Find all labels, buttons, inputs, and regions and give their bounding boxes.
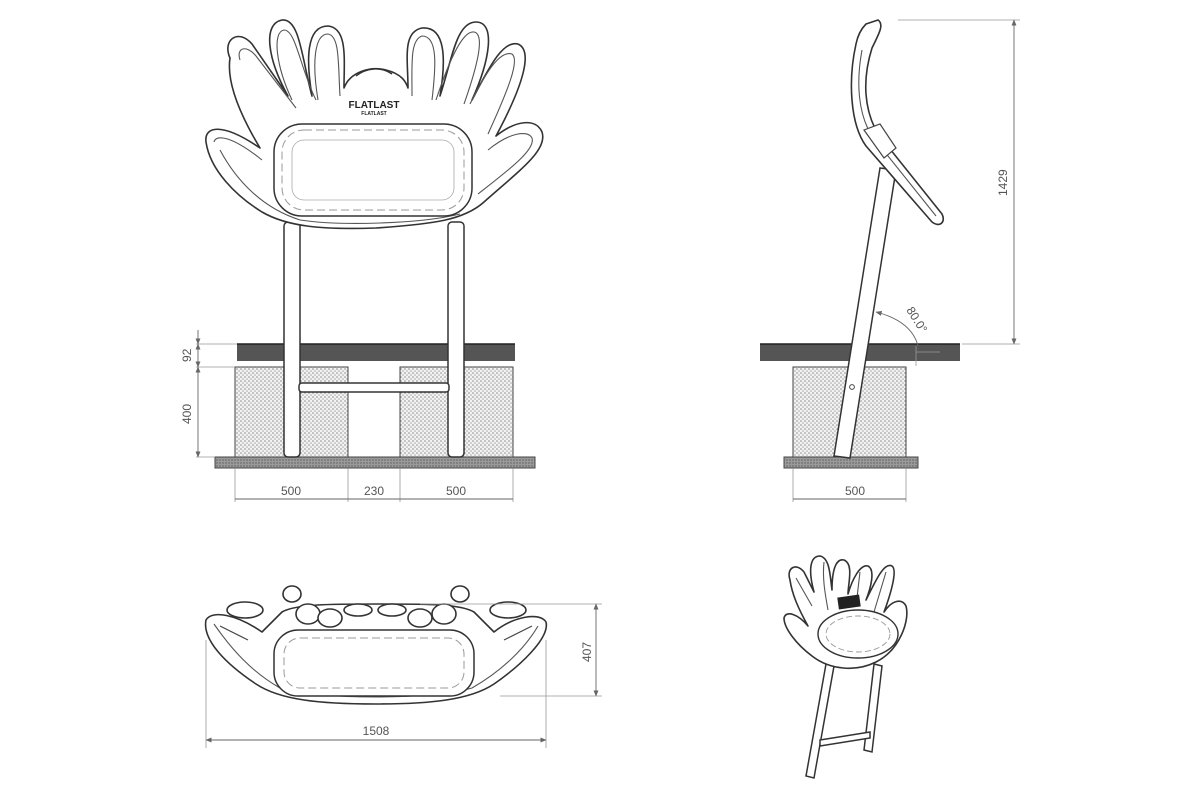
iso-leg-right: [863, 663, 883, 753]
top-backrest-pad: [273, 629, 475, 697]
iso-leg-left: [805, 663, 835, 779]
front-view: FLATLAST FLATLAST 92 400 500 230 500: [180, 19, 544, 502]
front-crossbar: [298, 382, 450, 393]
iso-backrest-pad: [817, 609, 899, 659]
top-view: 407 1508: [204, 585, 602, 748]
isometric-view: [783, 555, 908, 779]
dim-side-base-width: 500: [845, 484, 865, 498]
dim-overall-height: 1429: [996, 169, 1010, 196]
dim-gap-width: 230: [364, 484, 384, 498]
side-base-slab: [783, 456, 919, 469]
front-backrest-pad: [273, 123, 473, 217]
dim-right-block-width: 500: [446, 484, 466, 498]
front-leg-left: [283, 221, 301, 458]
iso-crossbar: [819, 731, 871, 747]
front-base-slab: [214, 456, 536, 469]
top-finger-knobs: [219, 585, 533, 641]
dim-block-height: 400: [180, 404, 194, 424]
front-logo-subtext: FLATLAST: [361, 111, 386, 117]
front-logo-text: FLATLAST: [349, 100, 400, 111]
dim-top-width: 1508: [363, 724, 390, 738]
dim-top-depth: 407: [580, 642, 594, 662]
dim-tilt-angle: 80.0°: [903, 304, 930, 335]
side-view: 80.0° 1429 500: [760, 19, 1020, 502]
dim-ground-layer-height: 92: [180, 348, 194, 362]
side-seat-profile: [850, 19, 945, 226]
dim-left-block-width: 500: [281, 484, 301, 498]
front-ground-slab: [237, 344, 515, 361]
front-leg-right: [447, 221, 465, 458]
